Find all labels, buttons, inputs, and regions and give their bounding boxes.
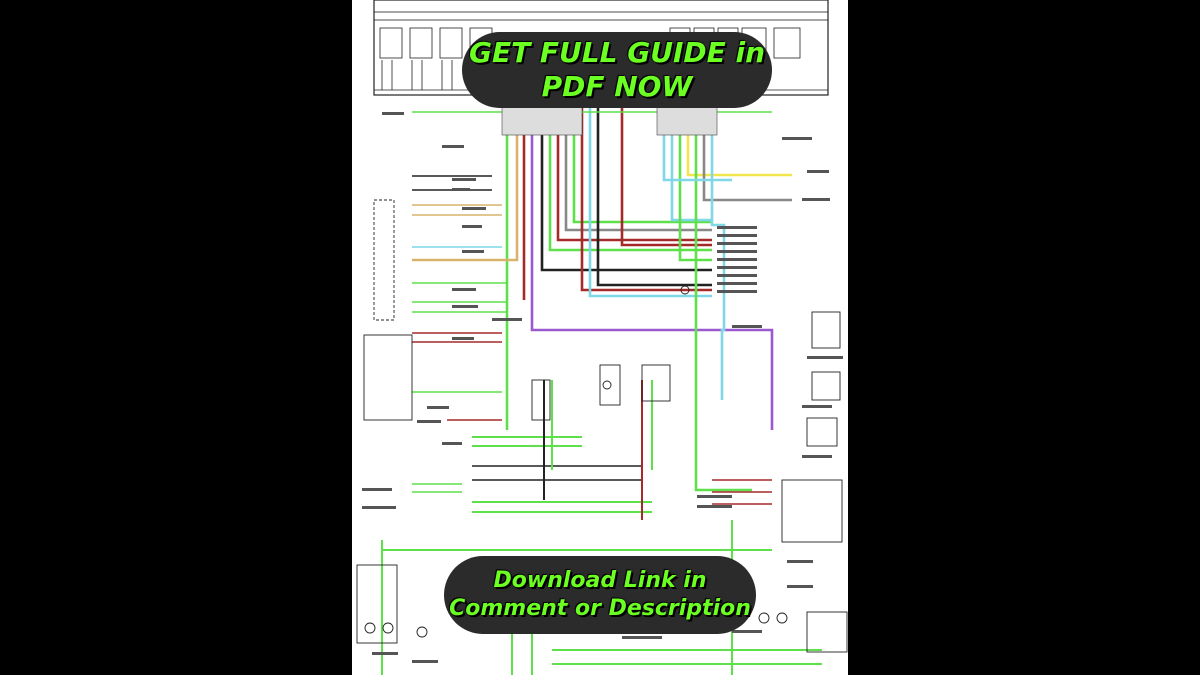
connector-block (501, 104, 718, 136)
diagram-label-marks (362, 112, 843, 663)
wiring-diagram (356, 0, 848, 675)
wire-bundle (381, 95, 822, 675)
switch-symbol (356, 199, 848, 653)
banner-top-line2: PDF NOW (541, 70, 693, 103)
download-link-banner[interactable]: Download Link in Comment or Description (444, 556, 756, 634)
banner-bottom-line1: Download Link in (493, 568, 707, 593)
get-guide-banner[interactable]: GET FULL GUIDE in PDF NOW (462, 32, 772, 108)
banner-bottom-line2: Comment or Description (449, 596, 751, 621)
banner-top-line1: GET FULL GUIDE in (468, 36, 766, 69)
